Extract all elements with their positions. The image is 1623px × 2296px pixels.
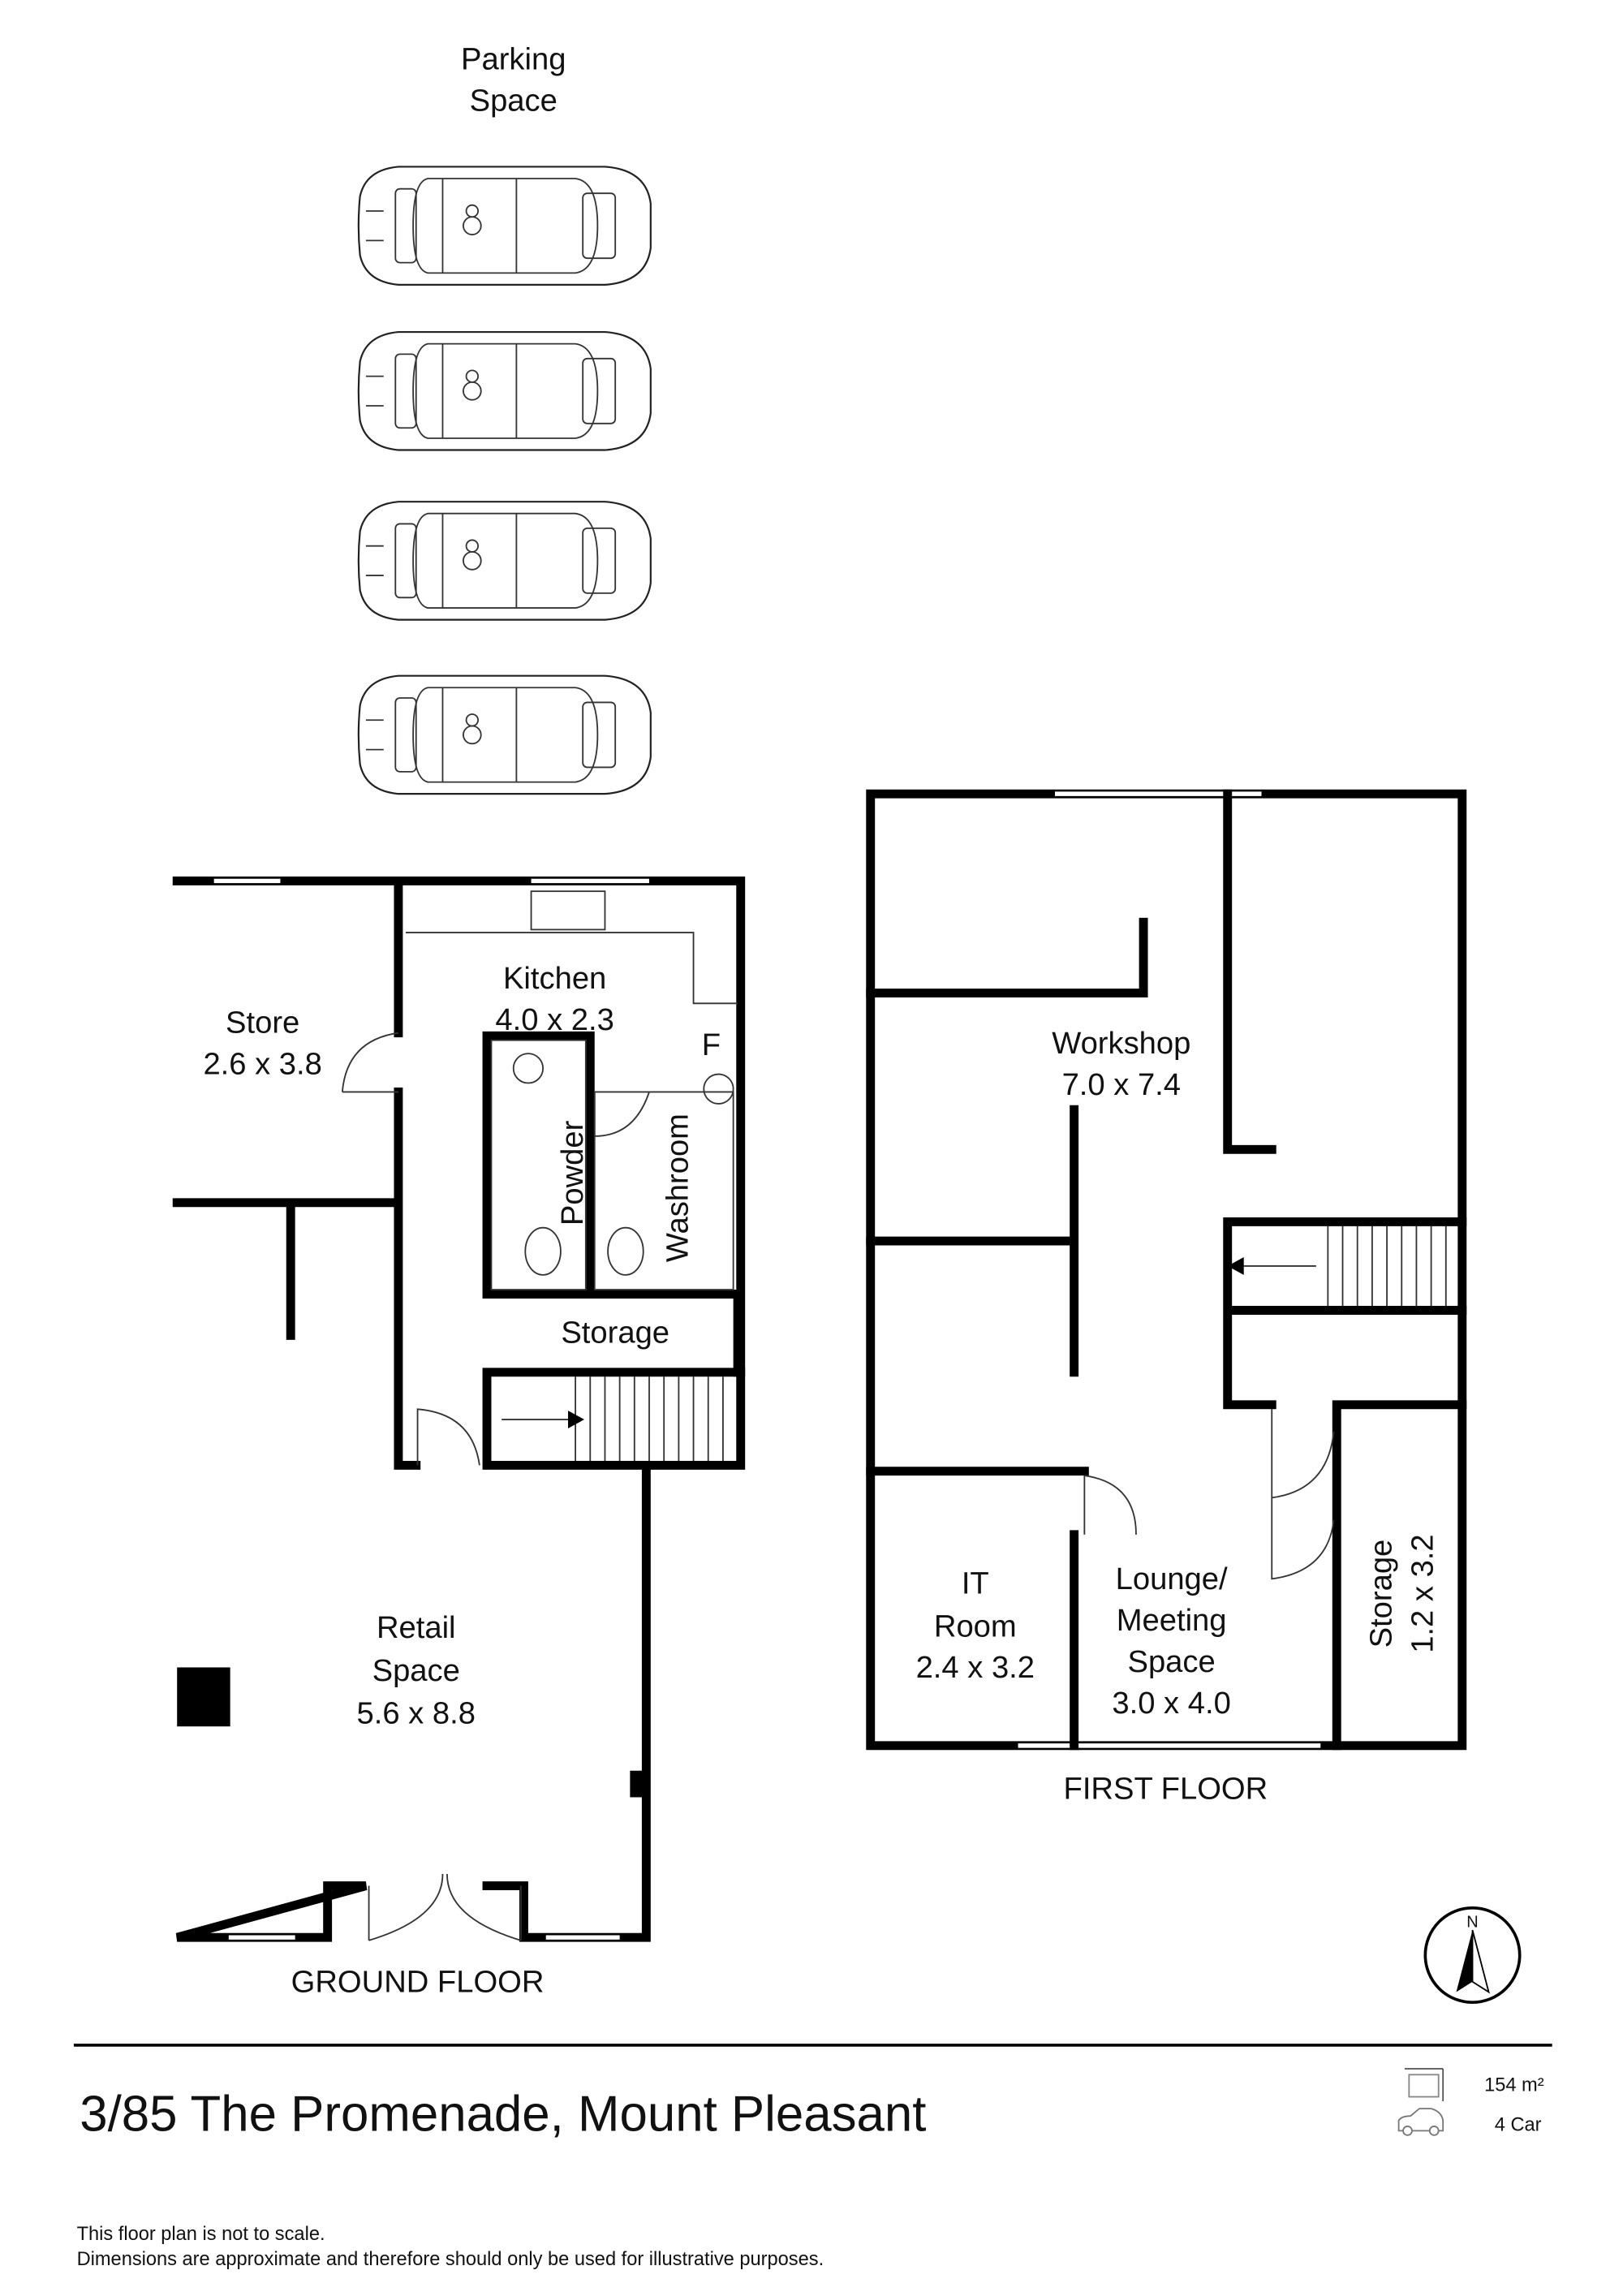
- disclaimer-line-1: This floor plan is not to scale.: [77, 2224, 325, 2245]
- room-name: Store: [226, 1006, 299, 1040]
- address-title: 3/85 The Promenade, Mount Pleasant: [80, 2086, 926, 2142]
- car-icon: [357, 330, 652, 451]
- ground-floor-title: GROUND FLOOR: [291, 1964, 545, 1999]
- first-floor-title: FIRST FLOOR: [1064, 1771, 1268, 1806]
- first-floor-plan: Workshop 7.0 x 7.4 IT Room 2.4 x 3.2 Lou…: [866, 789, 1467, 1806]
- room-dims: 1.2 x 3.2: [1405, 1534, 1440, 1652]
- parking-label-2: Space: [470, 83, 558, 118]
- room-name: Storage: [561, 1315, 669, 1350]
- car-icon: [357, 166, 652, 286]
- stairs: [502, 1376, 724, 1461]
- room-name: Lounge/: [1116, 1562, 1228, 1596]
- room-dims: 4.0 x 2.3: [495, 1002, 613, 1037]
- room-dims: 3.0 x 4.0: [1112, 1686, 1230, 1721]
- car-icon: [357, 501, 652, 621]
- room-name: Space: [372, 1653, 460, 1688]
- room-dims: 5.6 x 8.8: [357, 1696, 476, 1731]
- room-name: Washroom: [660, 1114, 695, 1262]
- room-name: Storage: [1364, 1540, 1399, 1648]
- stairs: [1227, 1226, 1447, 1307]
- room-name: Space: [1127, 1644, 1215, 1679]
- compass-label: N: [1466, 1913, 1478, 1931]
- room-name: Meeting: [1117, 1603, 1227, 1638]
- area-icon: [1404, 2068, 1444, 2102]
- room-dims: 2.6 x 3.8: [203, 1047, 321, 1082]
- north-compass-icon: N: [1423, 1906, 1522, 2005]
- room-name: IT: [962, 1566, 989, 1601]
- room-name: Workshop: [1052, 1026, 1190, 1061]
- car-count-icon: [1397, 2108, 1444, 2136]
- room-dims: 2.4 x 3.2: [916, 1650, 1035, 1685]
- room-name: Powder: [555, 1120, 590, 1226]
- room-name: Retail: [377, 1610, 456, 1645]
- disclaimer-line-2: Dimensions are approximate and therefore…: [77, 2249, 824, 2270]
- parking-area: Parking Space: [357, 41, 652, 795]
- car-icon: [357, 674, 652, 795]
- fridge-label: F: [702, 1027, 721, 1062]
- area-stat: 154 m²: [1484, 2074, 1544, 2096]
- car-count-stat: 4 Car: [1495, 2114, 1542, 2135]
- ground-floor-plan: F Store 2.6 x 3.8 Kitchen 4.0 x 2.3 Powd…: [172, 876, 746, 1999]
- room-name: Kitchen: [503, 961, 606, 996]
- room-name: Room: [934, 1609, 1017, 1643]
- parking-label-1: Parking: [461, 41, 566, 76]
- room-dims: 7.0 x 7.4: [1062, 1067, 1181, 1102]
